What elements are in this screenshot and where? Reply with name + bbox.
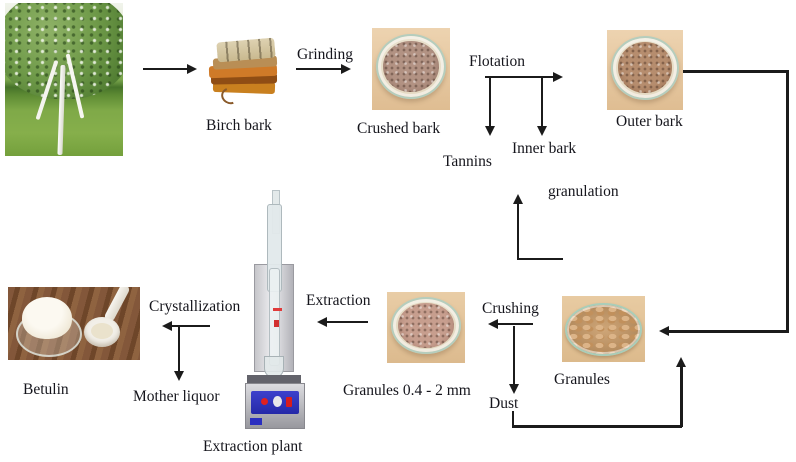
connector-dust-head: [676, 357, 686, 367]
betulin-photo: [8, 287, 140, 360]
arrow-mother-liquor-line: [178, 327, 180, 371]
crushed-bark-photo: [372, 28, 450, 110]
arrow-extraction-line: [326, 321, 368, 323]
sized-granules-powder: [398, 303, 454, 348]
petri-dish: [390, 296, 462, 354]
arrow-flotation-line: [485, 76, 555, 78]
extraction-plant-photo: [243, 190, 305, 432]
mother-liquor-label: Mother liquor: [133, 388, 220, 405]
arrow-flotation-head: [553, 72, 563, 82]
arrow-tannins-head: [485, 126, 495, 136]
arrow-grinding-line: [296, 68, 342, 70]
birch-tree-photo: [5, 3, 123, 156]
extraction-label: Extraction: [306, 292, 371, 309]
arrow-crystallization-head: [162, 321, 172, 331]
control-panel: [251, 391, 299, 414]
control-knob: [273, 396, 282, 407]
arrow-crystallization-line: [170, 325, 210, 327]
flotation-label: Flotation: [469, 53, 525, 70]
arrow-granulation-tail: [517, 258, 563, 260]
arrow-tree-to-bark-line: [143, 68, 188, 70]
betulin-powder-heap: [22, 297, 72, 339]
arrow-tree-to-bark-head: [187, 64, 197, 74]
arrow-dust-line: [513, 326, 515, 384]
arrow-tannins-line: [489, 77, 491, 126]
arrow-crushing-line: [497, 323, 533, 325]
arrow-mother-liquor-head: [174, 371, 184, 381]
granules-bowl: [565, 303, 642, 357]
connector-dust-bottom: [512, 425, 682, 428]
connector-dust-up: [680, 367, 683, 427]
arrow-grinding-head: [341, 64, 351, 74]
arrow-dust-head: [509, 384, 519, 394]
granules-photo: [562, 296, 645, 362]
grinding-label: Grinding: [297, 46, 353, 63]
extractor-tube: [269, 268, 280, 366]
crushing-label: Crushing: [482, 300, 539, 317]
outer-bark-label: Outer bark: [616, 113, 683, 130]
granules-sized-label: Granules 0.4 - 2 mm: [343, 382, 471, 399]
connector-outer-bark-bottom: [668, 330, 789, 333]
dust-label: Dust: [489, 395, 519, 412]
arrow-crushing-head: [488, 319, 498, 329]
red-button: [261, 398, 268, 405]
granules-label: Granules: [554, 371, 610, 388]
outer-bark-flakes: [617, 42, 673, 93]
outer-bark-photo: [607, 30, 683, 110]
connector-outer-bark-head: [659, 326, 669, 336]
granules-sized-photo: [387, 292, 465, 363]
brand-tag: [250, 418, 262, 425]
betulin-label: Betulin: [23, 381, 69, 398]
crushed-bark-label: Crushed bark: [357, 120, 441, 137]
tannins-label: Tannins: [443, 153, 492, 170]
extraction-plant-label: Extraction plant: [203, 438, 303, 455]
plant-shelf: [247, 375, 301, 383]
arrow-granulation-head: [513, 194, 523, 204]
connector-outer-bark-right: [786, 70, 789, 332]
birch-bark-label: Birch bark: [206, 117, 272, 134]
crushed-bark-powder: [383, 40, 439, 93]
granulation-label: granulation: [548, 183, 619, 200]
arrow-extraction-head: [317, 317, 327, 327]
petri-dish: [610, 35, 680, 100]
red-switch: [286, 397, 292, 407]
plant-base-unit: [245, 383, 305, 429]
arrow-inner-bark-head: [537, 126, 547, 136]
birch-bark-photo: [203, 36, 283, 106]
connector-dust-down: [512, 411, 514, 427]
petri-dish: [375, 33, 447, 100]
arrow-granulation-vertical: [517, 203, 519, 259]
connector-outer-bark-top: [683, 70, 788, 73]
spoon-powder: [91, 323, 113, 339]
red-mark: [273, 308, 282, 311]
inner-bark-label: Inner bark: [512, 140, 577, 157]
crystallization-label: Crystallization: [149, 298, 241, 315]
red-mark: [274, 320, 279, 327]
arrow-inner-bark-line: [541, 77, 543, 126]
